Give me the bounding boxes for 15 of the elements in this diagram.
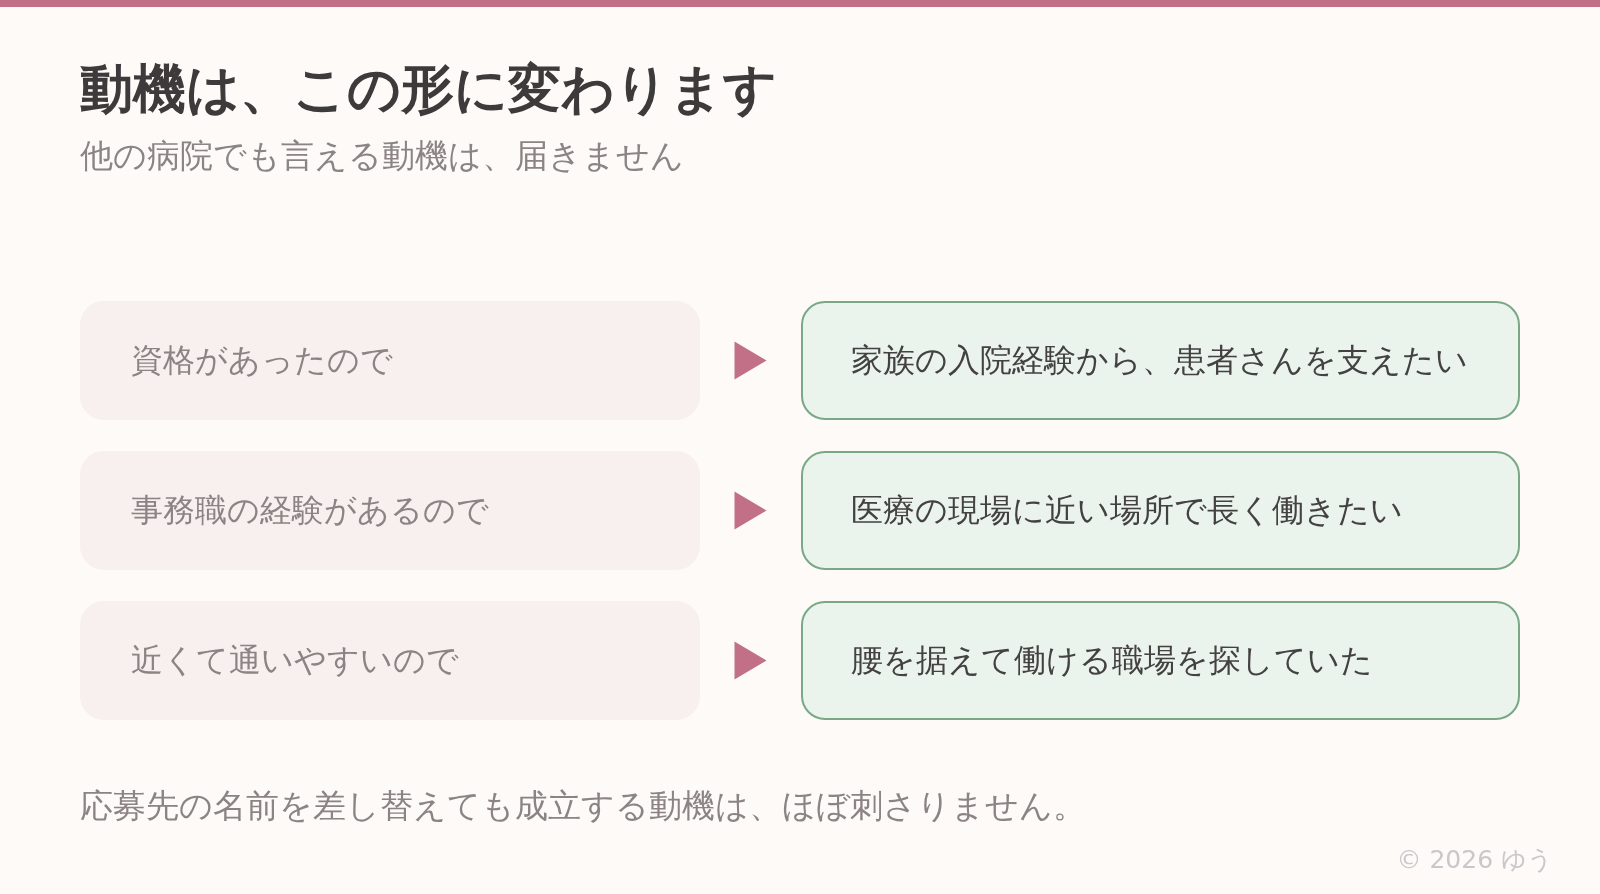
reason-text: 事務職の経験があるので [131,491,489,530]
arrow-triangle [734,641,767,680]
reason-text: 近くて通いやすいので [131,641,459,680]
subtitle: 他の病院でも言える動機は、届きません [80,136,684,176]
motive-box [801,451,1520,570]
motive-text: 医療の現場に近い場所で長く働きたい [851,491,1403,530]
title: 動機は、この形に変わります [80,60,777,119]
motive-text: 家族の入院経験から、患者さんを支えたい [851,341,1468,380]
motive-text: 腰を据えて働ける職場を探していた [851,641,1373,680]
arrow-triangle [734,491,767,530]
arrow-triangle [734,341,767,380]
reason-text: 資格があったので [131,341,393,380]
motive-box [801,301,1520,420]
motive-box [801,601,1520,720]
footnote: 応募先の名前を差し替えても成立する動機は、ほぼ刺さりません。 [80,786,1086,826]
